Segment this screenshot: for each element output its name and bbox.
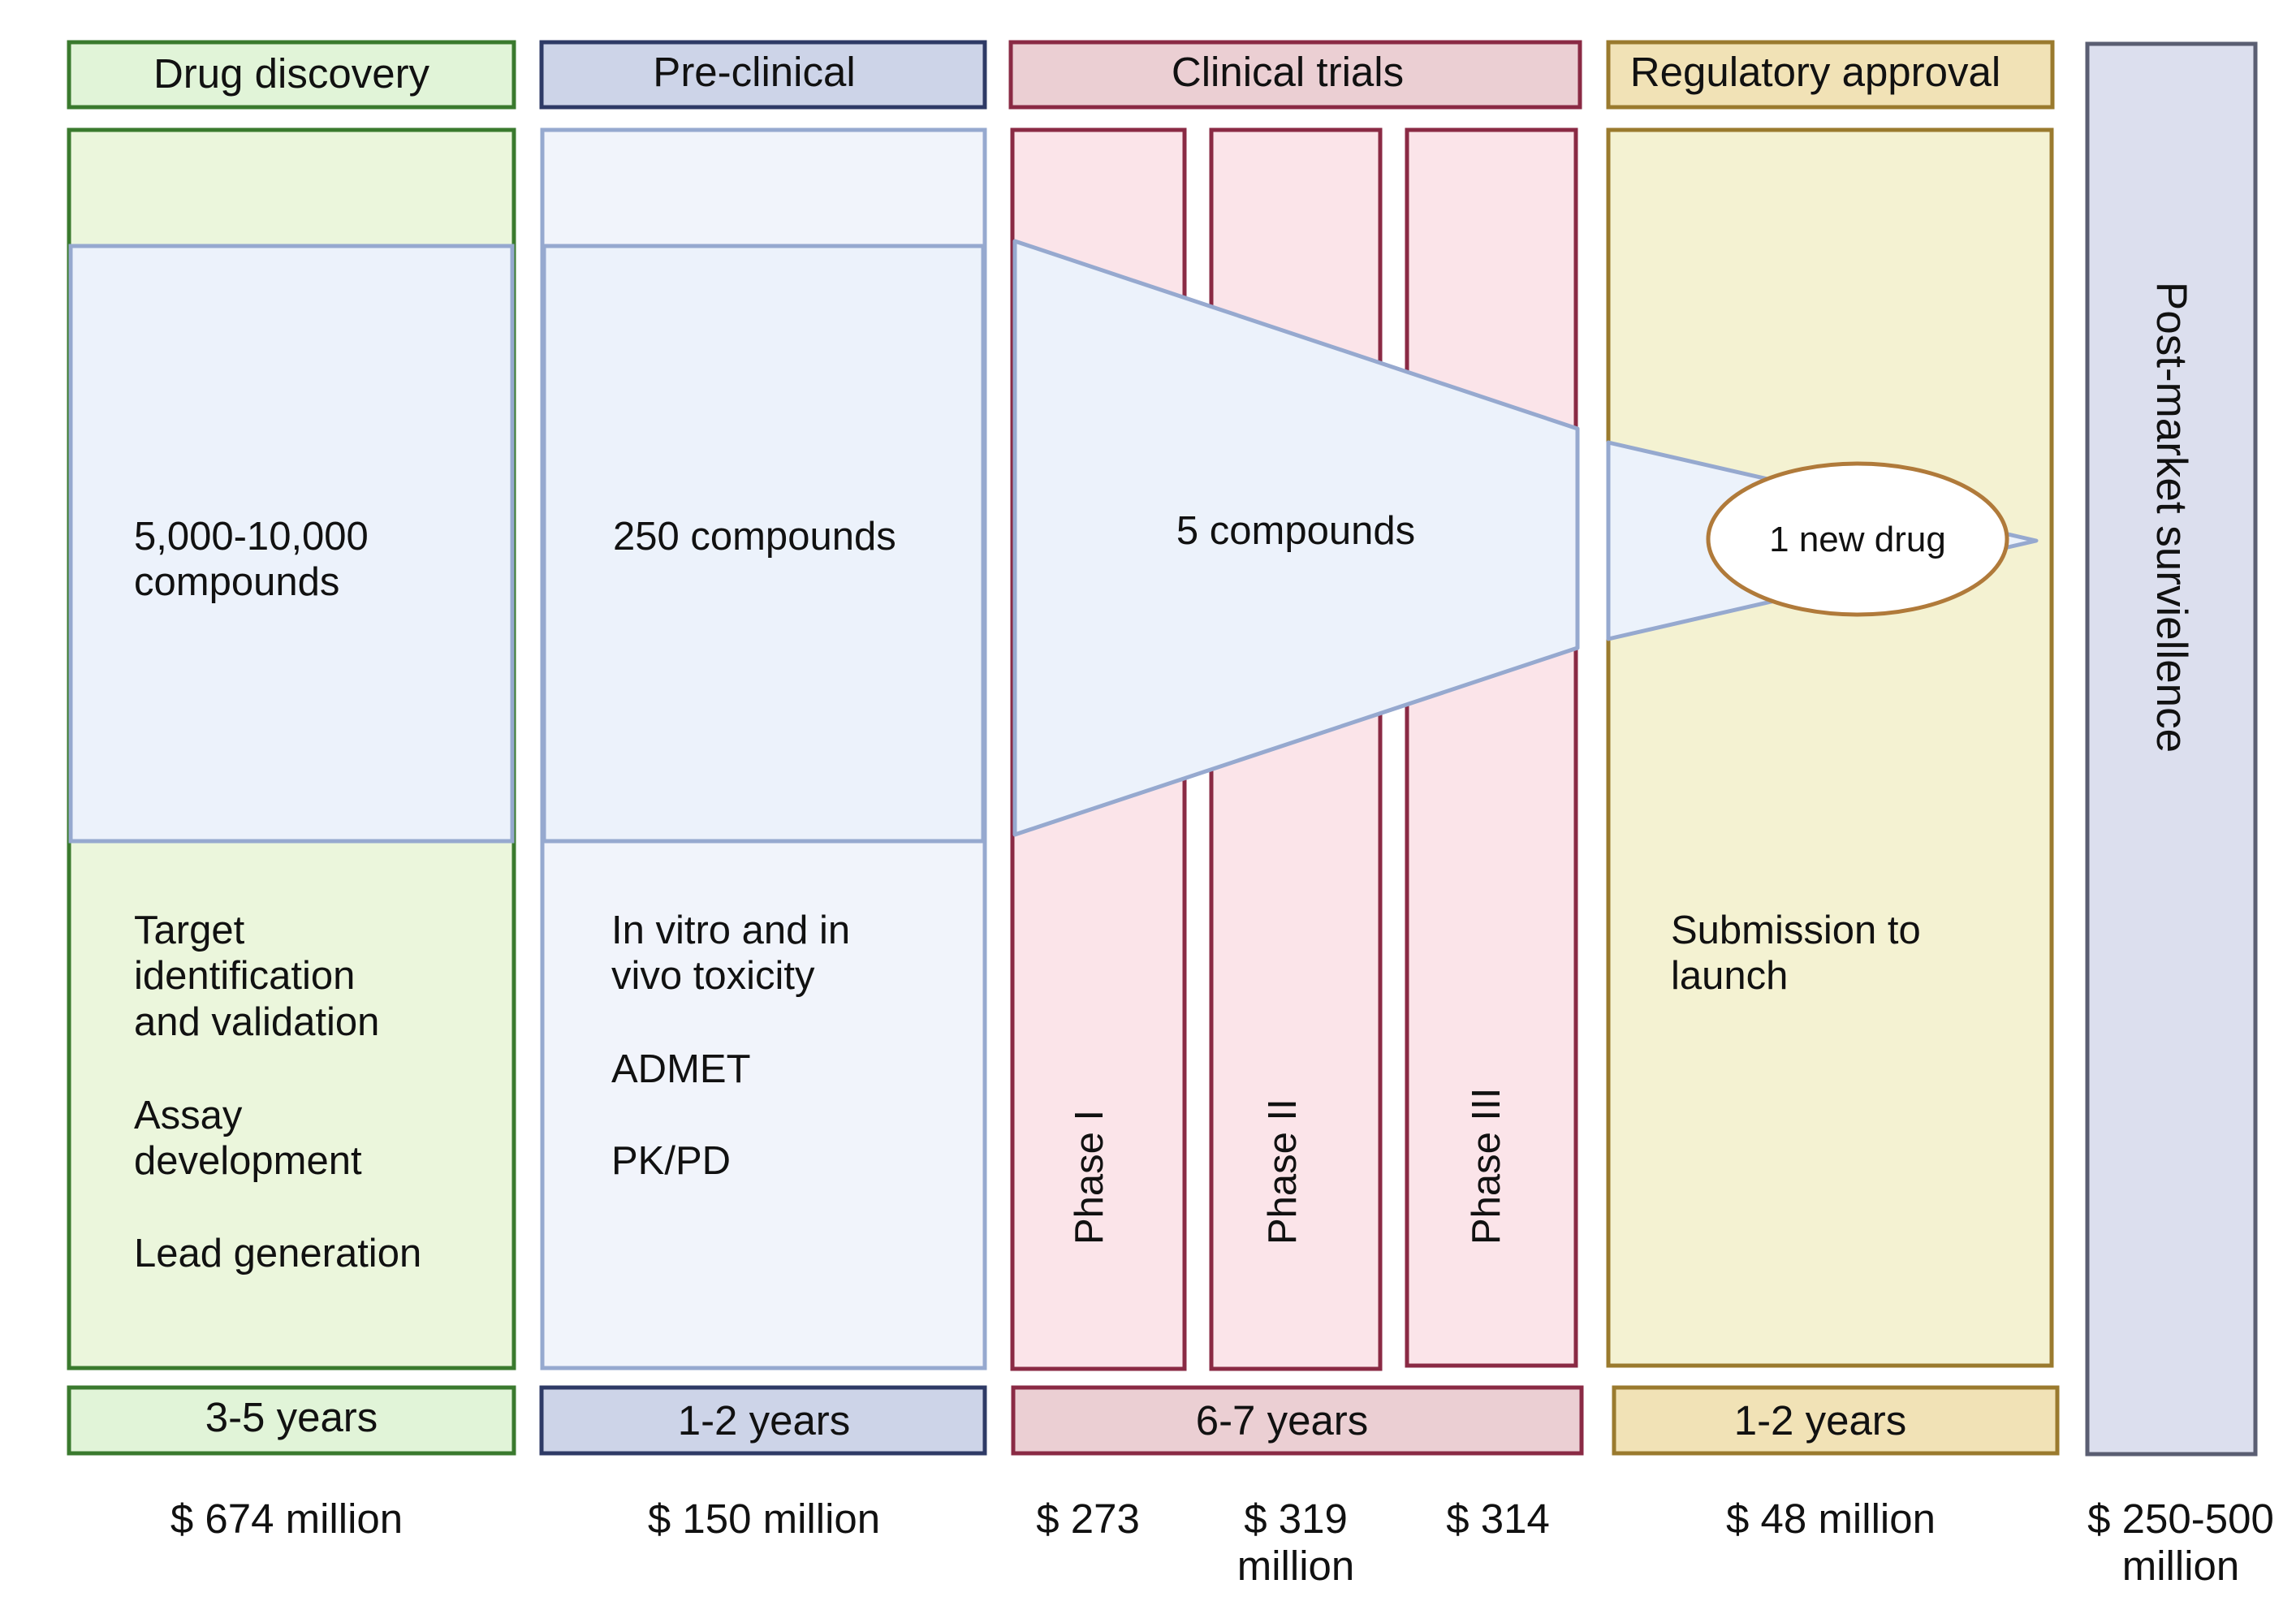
- clinical-compounds: 5 compounds: [1176, 509, 1415, 553]
- discovery-compounds-box: [68, 244, 515, 844]
- regulatory-header-box: [1606, 40, 2055, 110]
- clinical-duration-box: [1011, 1385, 1584, 1456]
- clinical-header-box: [1008, 40, 1582, 110]
- regulatory-duration-box: [1612, 1385, 2060, 1456]
- preclinical-activity-1: In vitro and in: [611, 909, 850, 952]
- preclinical-activity-3: ADMET: [611, 1047, 751, 1091]
- preclinical-compounds: 250 compounds: [613, 515, 896, 559]
- postmarket-panel: [2085, 41, 2258, 1457]
- discovery-activity-5: development: [134, 1139, 362, 1183]
- discovery-duration: 3-5 years: [205, 1394, 378, 1440]
- regulatory-cost: $ 48 million: [1726, 1496, 1936, 1542]
- regulatory-activity-1: Submission to: [1671, 909, 1921, 952]
- discovery-activity-3: and validation: [134, 1000, 379, 1044]
- discovery-header: Drug discovery: [153, 50, 430, 97]
- phase-3-label: Phase III: [1465, 1088, 1508, 1245]
- discovery-cost: $ 674 million: [170, 1496, 403, 1542]
- clinical-duration: 6-7 years: [1196, 1397, 1369, 1444]
- preclinical-compounds-box: [542, 244, 986, 844]
- discovery-activity-6: Lead generation: [134, 1232, 421, 1275]
- regulatory-panel: [1606, 127, 2054, 1368]
- postmarket-cost-line-2: million: [2122, 1543, 2240, 1589]
- preclinical-activity-2: vivo toxicity: [611, 954, 815, 998]
- phase-2-label: Phase II: [1261, 1098, 1305, 1245]
- discovery-activity-1: Target: [134, 909, 245, 952]
- clinical-funnel-shape: [1012, 239, 1580, 837]
- preclinical-header-box: [539, 40, 987, 110]
- phase-1-label: Phase I: [1068, 1110, 1111, 1245]
- discovery-activity-4: Assay: [134, 1094, 243, 1137]
- preclinical-header: Pre-clinical: [653, 49, 855, 95]
- phase-2-cost: $ 319: [1244, 1496, 1348, 1542]
- discovery-activity-2: identification: [134, 954, 355, 998]
- regulatory-activity-2: launch: [1671, 954, 1788, 998]
- postmarket-label: Post-market surviellence: [2147, 282, 2195, 753]
- preclinical-duration: 1-2 years: [678, 1397, 851, 1444]
- discovery-compounds-line-2: compounds: [134, 560, 339, 604]
- new-drug-oval: [1706, 461, 2009, 617]
- phase-3-panel: [1405, 127, 1578, 1368]
- clinical-header: Clinical trials: [1172, 49, 1404, 95]
- discovery-header-box: [67, 40, 516, 110]
- regulatory-header: Regulatory approval: [1630, 49, 2000, 95]
- clinical-cost-unit: million: [1237, 1543, 1355, 1589]
- phase-3-cost: $ 314: [1446, 1496, 1550, 1542]
- preclinical-duration-box: [539, 1385, 987, 1456]
- preclinical-cost: $ 150 million: [648, 1496, 880, 1542]
- discovery-compounds-line-1: 5,000-10,000: [134, 515, 369, 559]
- regulatory-duration: 1-2 years: [1734, 1397, 1907, 1444]
- preclinical-activity-4: PK/PD: [611, 1139, 731, 1183]
- postmarket-cost-line-1: $ 250-500: [2087, 1496, 2274, 1542]
- discovery-duration-box: [67, 1385, 516, 1456]
- phase-1-cost: $ 273: [1036, 1496, 1140, 1542]
- new-drug-label: 1 new drug: [1769, 520, 1946, 559]
